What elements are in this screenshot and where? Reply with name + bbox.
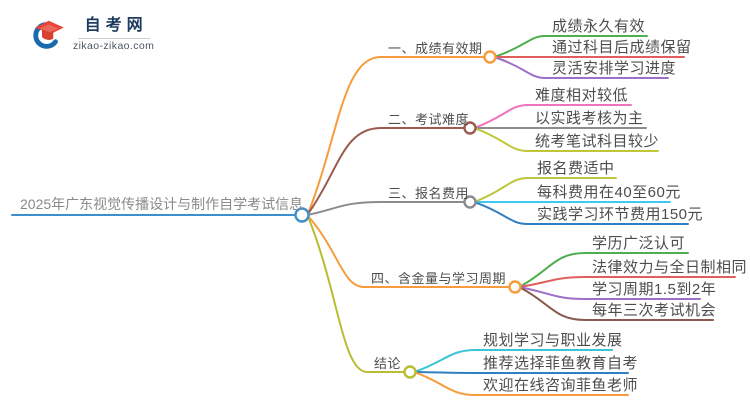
child-line <box>495 56 669 79</box>
child-line <box>520 252 689 287</box>
child-line <box>495 35 648 58</box>
child-line <box>475 127 659 152</box>
branch-node-circle[interactable] <box>463 121 477 135</box>
branch-node-circle[interactable] <box>463 195 477 209</box>
root-node-label[interactable]: 2025年广东视觉传播设计与制作自学考试信息 <box>20 196 304 212</box>
child-line <box>475 201 689 225</box>
child-label[interactable]: 统考笔试科目较少 <box>535 133 660 150</box>
site-name: 自考网 <box>84 17 148 35</box>
graduation-cap-icon <box>33 20 64 49</box>
child-label[interactable]: 每年三次考试机会 <box>592 302 717 319</box>
child-line <box>520 286 701 300</box>
child-line <box>475 177 617 203</box>
child-label[interactable]: 成绩永久有效 <box>552 18 646 35</box>
child-label[interactable]: 规划学习与职业发展 <box>483 332 623 349</box>
branch-label[interactable]: 结论 <box>374 356 402 371</box>
child-label[interactable]: 法律效力与全日制相同 <box>592 259 748 276</box>
child-label[interactable]: 报名费适中 <box>537 160 615 177</box>
branch-label[interactable]: 四、含金量与学习周期 <box>371 271 507 286</box>
child-label[interactable]: 难度相对较低 <box>535 87 629 104</box>
branch-line <box>308 127 465 214</box>
child-label[interactable]: 通过科目后成绩保留 <box>552 39 692 56</box>
branch-label[interactable]: 二、考试难度 <box>388 112 470 127</box>
child-label[interactable]: 学习周期1.5到2年 <box>592 281 717 298</box>
site-logo[interactable]: 自考网 zikao-zikao.com <box>30 17 154 53</box>
child-label[interactable]: 实践学习环节费用150元 <box>537 206 704 223</box>
branch-node-circle[interactable] <box>483 50 497 64</box>
child-label[interactable]: 以实践考核为主 <box>535 110 644 127</box>
branch-node-circle[interactable] <box>508 280 522 294</box>
child-label[interactable]: 灵活安排学习进度 <box>552 60 677 77</box>
child-line <box>415 371 629 374</box>
child-label[interactable]: 学历广泛认可 <box>592 235 686 252</box>
child-line <box>415 371 629 396</box>
logo-text-block: 自考网 zikao-zikao.com <box>73 17 154 52</box>
child-line <box>520 286 714 321</box>
branch-node-circle[interactable] <box>403 365 417 379</box>
branch-line <box>308 216 510 288</box>
branch-line <box>308 201 465 216</box>
site-url: zikao-zikao.com <box>73 40 155 53</box>
root-node-circle[interactable] <box>294 207 310 223</box>
branch-label[interactable]: 一、成绩有效期 <box>388 41 483 56</box>
child-line <box>520 276 736 288</box>
branch-line <box>308 218 405 373</box>
child-label[interactable]: 推荐选择菲鱼教育自考 <box>483 355 639 372</box>
logo-divider <box>77 38 150 40</box>
child-line <box>475 104 632 129</box>
branch-line <box>308 56 485 212</box>
branch-label[interactable]: 三、报名费用 <box>388 186 470 201</box>
child-label[interactable]: 欢迎在线咨询菲鱼老师 <box>483 377 639 394</box>
child-line <box>415 349 613 373</box>
child-label[interactable]: 每科费用在40至60元 <box>537 184 681 201</box>
